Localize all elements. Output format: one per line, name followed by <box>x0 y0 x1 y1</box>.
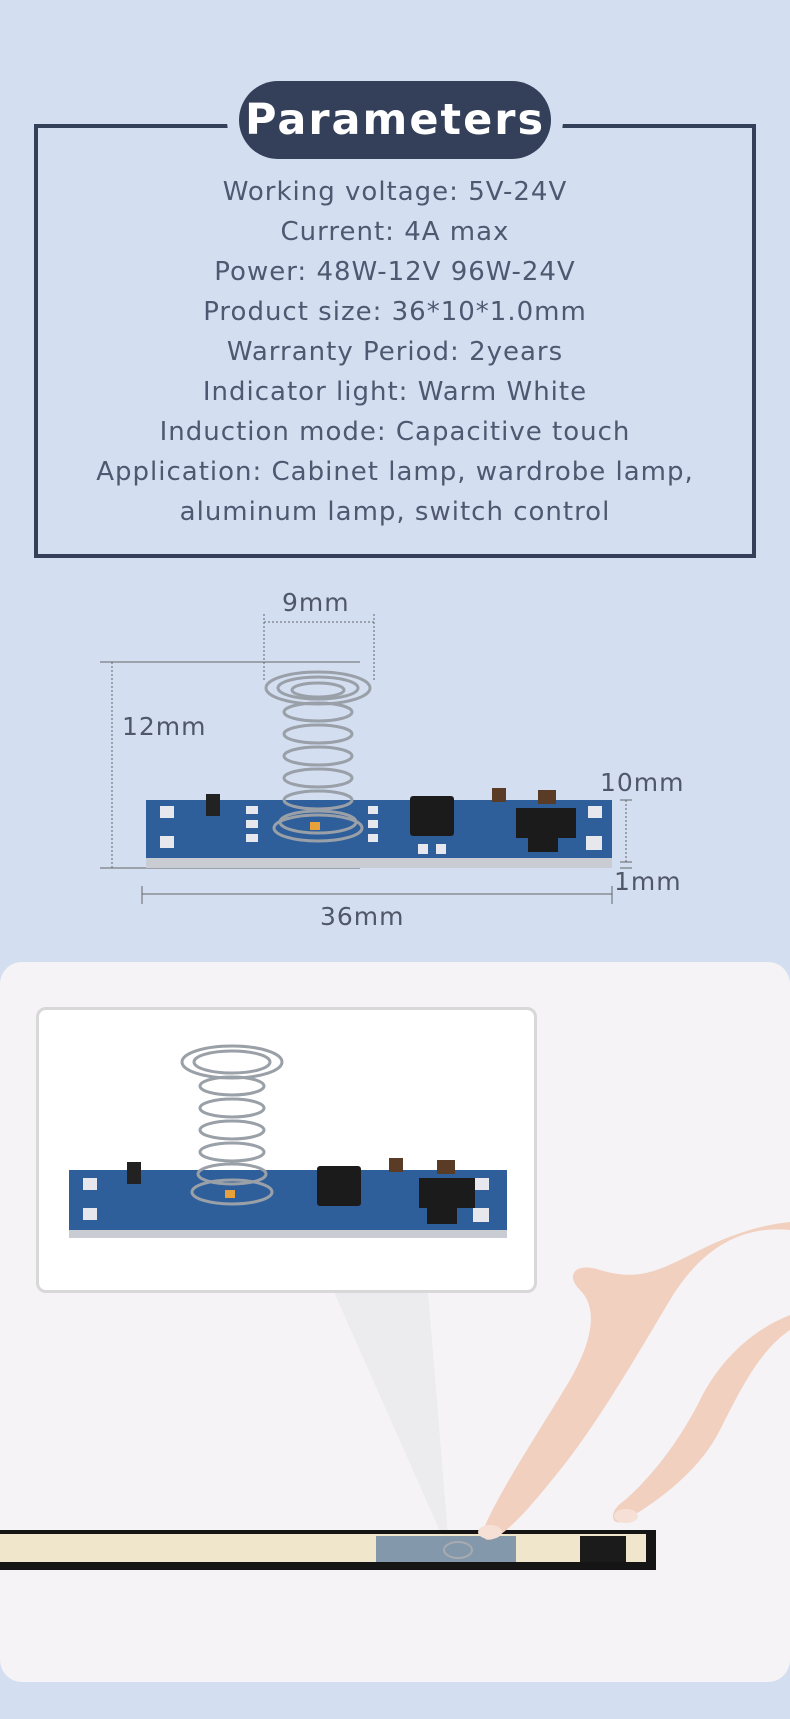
pcb-board-closeup <box>69 1158 507 1238</box>
param-induction-mode: Induction mode: Capacitive touch <box>159 417 631 447</box>
hand <box>478 1222 790 1540</box>
param-warranty: Warranty Period: 2years <box>226 337 564 367</box>
contact-spring-closeup <box>180 1044 284 1206</box>
parameters-title-badge: Parameters <box>239 81 551 159</box>
product-closeup <box>69 1044 507 1238</box>
parameters-list: Working voltage: 5V-24V Current: 4A max … <box>34 172 756 532</box>
product-closeup-frame <box>36 1007 537 1293</box>
pcb-board <box>146 788 612 868</box>
spring-width-label: 9mm <box>282 588 350 617</box>
usage-illustration <box>0 1222 790 1570</box>
param-product-size: Product size: 36*10*1.0mm <box>203 297 587 327</box>
dimension-diagram <box>100 614 632 904</box>
led-strip <box>0 1530 656 1570</box>
spring-height-label: 12mm <box>122 712 207 741</box>
board-thickness-label: 1mm <box>614 867 682 896</box>
contact-spring <box>264 670 372 843</box>
param-power: Power: 48W-12V 96W-24V <box>214 257 576 287</box>
param-application-line2: aluminum lamp, switch control <box>179 497 611 527</box>
parameters-title: Parameters <box>244 95 546 145</box>
param-indicator-light: Indicator light: Warm White <box>202 377 588 407</box>
param-current: Current: 4A max <box>280 217 510 247</box>
param-working-voltage: Working voltage: 5V-24V <box>222 177 568 207</box>
board-width-label: 10mm <box>600 768 685 797</box>
board-length-label: 36mm <box>320 902 405 931</box>
param-application-line1: Application: Cabinet lamp, wardrobe lamp… <box>96 457 694 487</box>
